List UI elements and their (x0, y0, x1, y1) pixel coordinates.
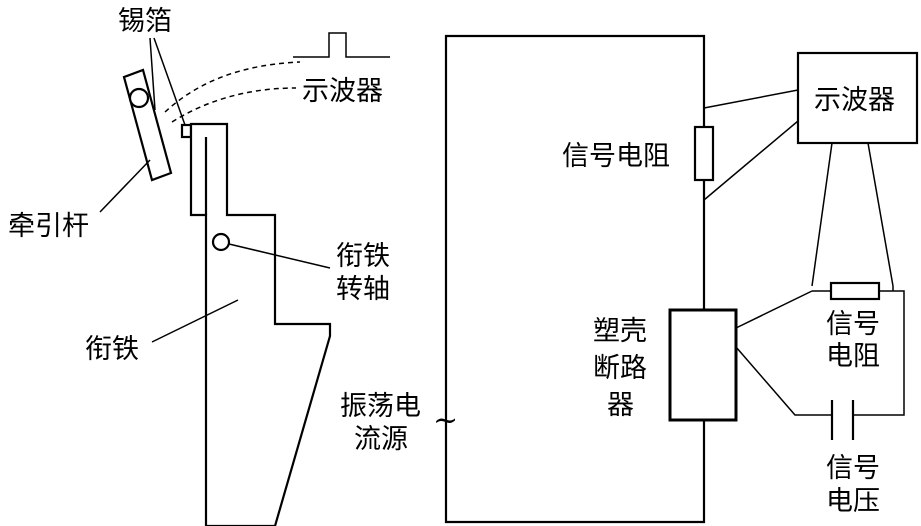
armature-pivot-label-line2: 转轴 (336, 274, 390, 305)
osc-lead-down-left (811, 142, 833, 287)
signal-voltage-line1: 信号 (826, 453, 880, 484)
left-oscilloscope-label: 示波器 (302, 76, 383, 107)
dashed-lead-1 (164, 61, 301, 113)
pull-rod-pivot (128, 87, 150, 109)
pulse-waveform (293, 32, 390, 58)
breaker-label-line1: 塑壳 (593, 316, 647, 347)
oscillating-source-line1: 振荡电 (340, 391, 421, 422)
armature-pivot-label-line1: 衔铁 (336, 241, 390, 272)
tin-foil-leader-2 (153, 37, 186, 126)
osc-lead-bottom (703, 120, 799, 201)
tin-foil-label: 锡箔 (118, 6, 172, 37)
signal-resistor2-line1: 信号 (826, 309, 880, 340)
breaker-lead-bottom (735, 346, 832, 416)
breaker-label-line3: 器 (607, 390, 634, 421)
armature-body (189, 122, 332, 526)
tin-foil-leader-1 (149, 37, 156, 111)
breaker-label-line2: 断路 (593, 353, 647, 384)
armature-pivot (211, 232, 231, 252)
main-circuit-loop (444, 34, 706, 524)
armature-leader (151, 299, 239, 343)
molded-case-breaker (668, 308, 738, 422)
breaker-lead-top (735, 290, 813, 329)
pull-rod-leader (99, 159, 151, 213)
armature-pivot-leader (228, 243, 331, 269)
pull-rod-label: 牵引杆 (8, 211, 89, 242)
dashed-lead-2 (171, 87, 297, 123)
oscilloscope-box (796, 51, 919, 145)
signal-resistor (693, 125, 715, 182)
signal-resistor-label: 信号电阻 (562, 141, 670, 172)
ac-source-symbol: ~ (433, 403, 458, 438)
osc-lead-top (703, 89, 799, 109)
tin-foil-contact (180, 123, 193, 139)
right-figure: 信号电阻 振荡电 流源 ~ 塑壳 断路 器 示波器 信号 电阻 信号 (340, 34, 919, 524)
cap-right-lead (853, 290, 905, 416)
signal-voltage-line2: 电压 (826, 486, 880, 517)
signal-resistor-2 (829, 281, 881, 301)
left-figure: 牵引杆 锡箔 示波器 衔铁 转轴 衔铁 (8, 6, 390, 526)
oscillating-source-line2: 流源 (354, 424, 408, 455)
osc-lead-down-right (867, 142, 894, 287)
signal-resistor2-line2: 电阻 (826, 341, 880, 372)
right-oscilloscope-label: 示波器 (814, 85, 895, 116)
armature-label: 衔铁 (85, 334, 139, 365)
